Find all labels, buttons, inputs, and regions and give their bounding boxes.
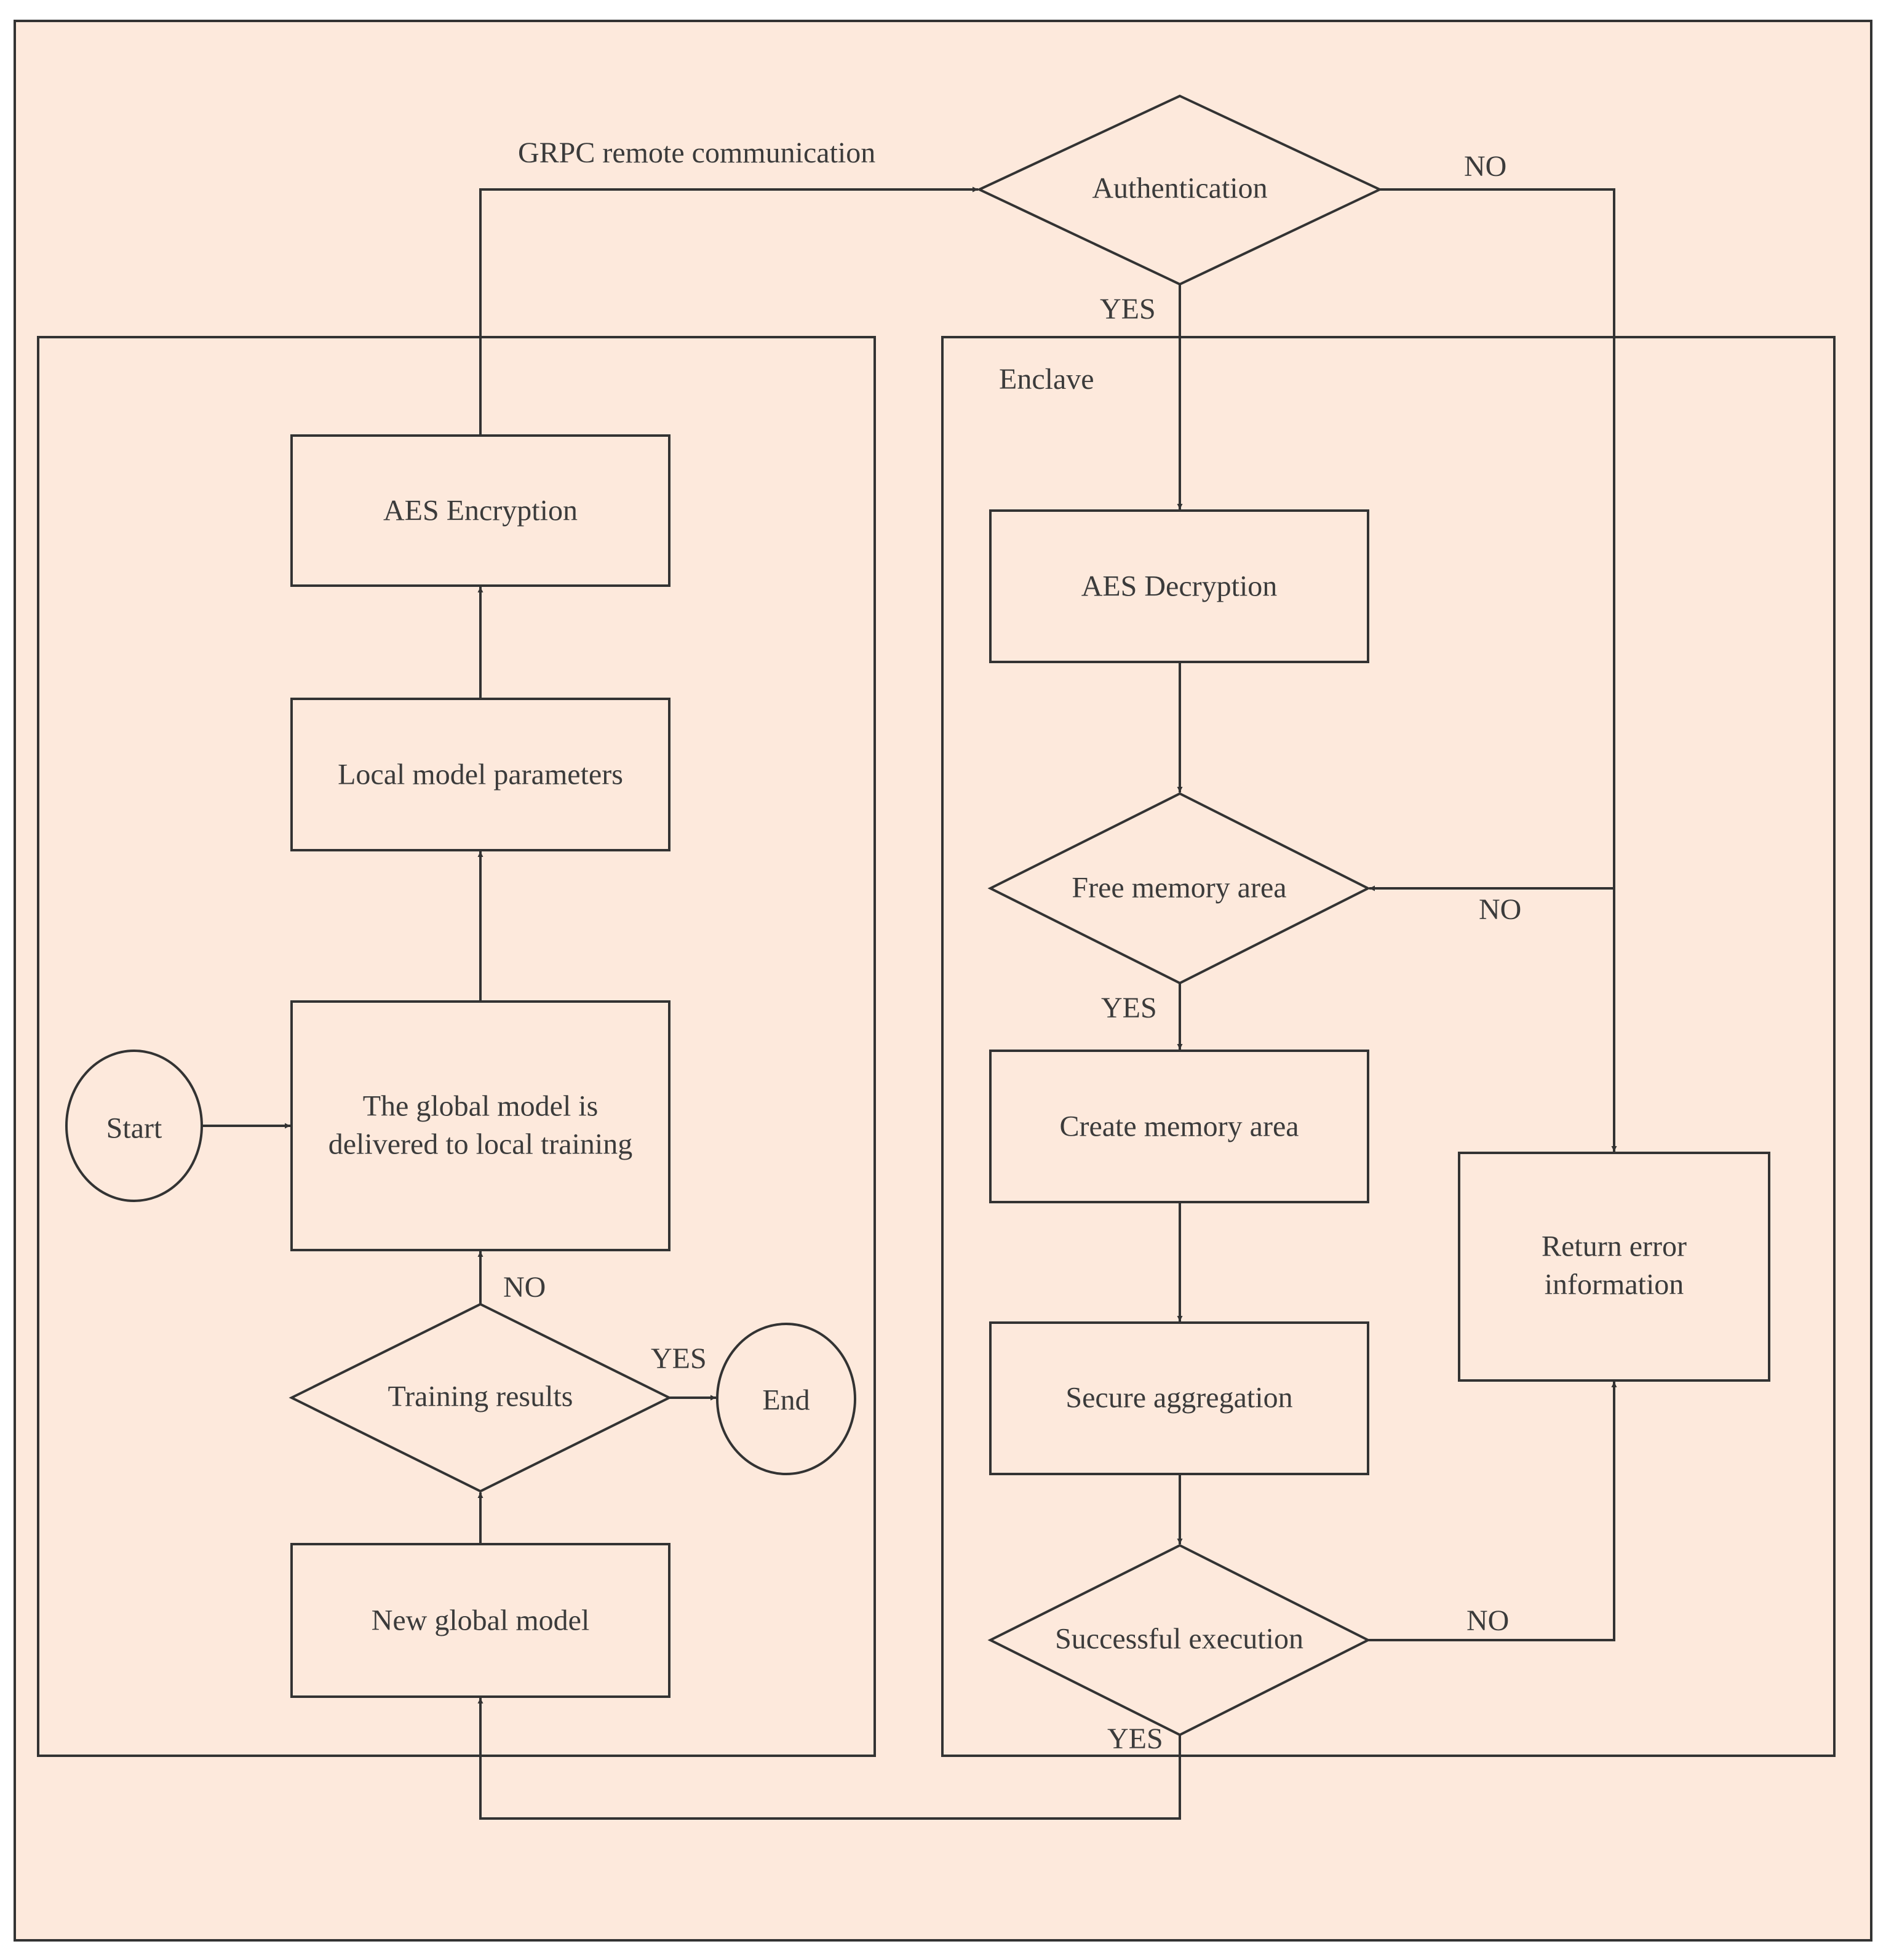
training-results-no-label: NO [503,1271,546,1304]
return-error-information-label-line-1: Return error [1542,1230,1687,1263]
execution-no-label: NO [1466,1604,1509,1637]
aes-encryption-node: AES Encryption [290,434,670,587]
authentication-no-label: NO [1464,150,1506,183]
new-global-model-label: New global model [372,1604,590,1637]
training-results-yes-label: YES [651,1342,707,1375]
authentication-decision: Authentication [976,94,1383,286]
end-node: End [716,1323,856,1475]
successful-execution-label: Successful execution [1055,1623,1303,1655]
start-node: Start [65,1050,203,1202]
local-model-parameters-node: Local model parameters [290,698,670,851]
secure-aggregation-node: Secure aggregation [989,1321,1369,1475]
authentication-yes-label: YES [1100,293,1156,325]
edge-execution-yes [477,1698,1181,1820]
secure-aggregation-label: Secure aggregation [1065,1382,1292,1414]
authentication-label: Authentication [1092,172,1267,205]
edge-aes-encryption-to-authentication [479,186,978,436]
return-error-information-label-line-2: information [1545,1269,1684,1301]
training-results-label: Training results [388,1380,573,1413]
return-error-information-node: Return error information [1458,1152,1770,1382]
local-model-parameters-label: Local model parameters [338,759,623,791]
free-memory-yes-label: YES [1101,992,1157,1024]
training-results-decision: Training results [288,1302,672,1493]
start-label: Start [106,1112,162,1145]
end-label: End [762,1384,810,1417]
enclave-label: Enclave [999,363,1094,396]
client-region-frame [37,336,876,1757]
aes-decryption-label: AES Decryption [1081,570,1278,603]
successful-execution-decision: Successful execution [987,1544,1371,1737]
enclave-region-frame [941,336,1836,1757]
edge-authentication-no [1380,188,1617,1152]
execution-yes-label: YES [1107,1723,1163,1755]
aes-encryption-label: AES Encryption [383,495,578,527]
global-model-delivered-label-line-1: The global model is [363,1090,599,1123]
grpc-label: GRPC remote communication [518,137,875,169]
free-memory-no-label: NO [1479,893,1521,926]
free-memory-area-label: Free memory area [1072,872,1286,904]
global-model-delivered-label-line-2: delivered to local training [328,1128,632,1161]
create-memory-area-label: Create memory area [1059,1110,1299,1143]
edge-execution-no [1368,1382,1617,1641]
free-memory-area-decision: Free memory area [987,792,1371,985]
